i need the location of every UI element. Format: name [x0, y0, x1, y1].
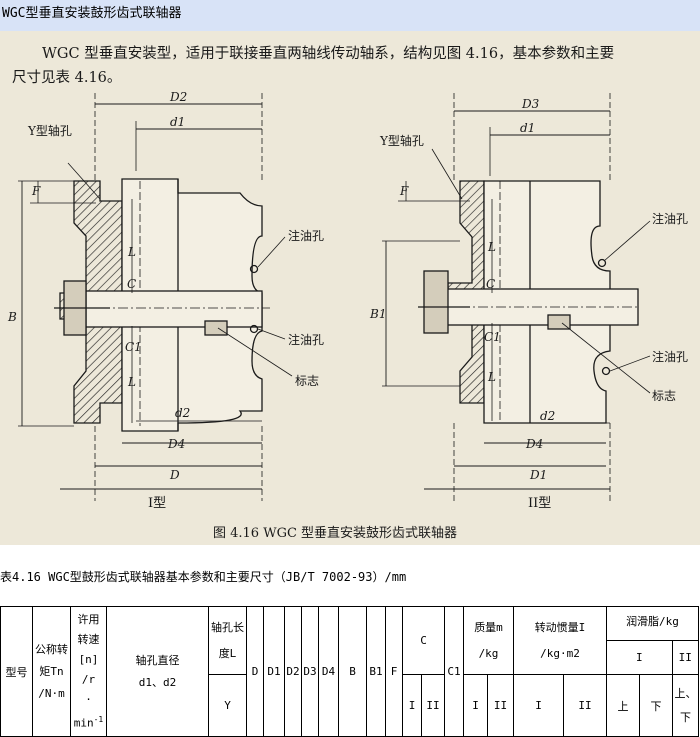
header-torque: 公称转矩Tn/N·m: [32, 606, 71, 737]
left-label-d2: d2: [175, 406, 190, 420]
right-label-L-top: L: [487, 240, 496, 254]
right-label-y-hole: Y型轴孔: [379, 133, 424, 148]
left-label-oil-mid: 注油孔: [288, 332, 324, 347]
intro-line-1: WGC 型垂直安装型，适用于联接垂直两轴线传动轴系，结构见图 4.16，基本参数…: [42, 45, 614, 62]
header-mass-II: II: [487, 674, 514, 737]
header-F: F: [385, 606, 403, 737]
right-label-C: C: [486, 277, 495, 291]
left-label-D2: D2: [169, 90, 187, 104]
header-bore-length: 轴孔长度L: [208, 606, 247, 675]
left-label-C: C: [127, 277, 136, 291]
table-header-row-2: Y I II I II I II 上 下 上、下: [1, 674, 700, 737]
header-grease-II: II: [678, 651, 692, 664]
header-C1: C1: [444, 606, 464, 737]
right-label-D4: D4: [525, 437, 543, 451]
header-inertia-I: I: [513, 674, 564, 737]
header-C: C: [402, 606, 445, 675]
right-label-oil-bottom: 注油孔: [652, 349, 688, 364]
left-label-y-hole: Y型轴孔: [27, 123, 72, 138]
header-inertia-II: II: [563, 674, 607, 737]
left-label-D: D: [169, 468, 180, 482]
left-label-F: F: [31, 184, 41, 198]
header-D: D: [246, 606, 264, 737]
left-label-mark: 标志: [295, 374, 319, 388]
right-label-D1: D1: [529, 468, 547, 482]
left-label-D4: D4: [167, 437, 185, 451]
header-bore-length-Y: Y: [208, 674, 247, 737]
header-mass-I: I: [463, 674, 488, 737]
right-label-D3: D3: [521, 97, 540, 111]
page-title: WGC型垂直安装鼓形齿式联轴器: [0, 0, 700, 31]
right-label-oil-top: 注油孔: [652, 211, 688, 226]
header-C-I: I: [402, 674, 422, 737]
coupling-type-i-drawing: [18, 93, 293, 501]
figure-caption: 图 4.16 WGC 型垂直安装鼓形齿式联轴器: [213, 526, 457, 541]
left-label-B: B: [7, 310, 17, 324]
right-label-B1: B1: [369, 307, 386, 321]
left-label-L-top: L: [127, 245, 136, 259]
right-label-d2: d2: [540, 409, 555, 423]
header-grease-up: 上: [606, 674, 640, 737]
left-label-type: I型: [148, 496, 166, 511]
header-B1: B1: [366, 606, 386, 737]
right-label-L-bottom: L: [487, 370, 496, 384]
intro-line-2: 尺寸见表 4.16。: [12, 69, 121, 86]
left-label-L-bottom: L: [127, 375, 136, 389]
table-caption: 表4.16 WGC型鼓形齿式联轴器基本参数和主要尺寸（JB/T 7002-93）…: [0, 570, 407, 584]
figure-scan: WGC 型垂直安装型，适用于联接垂直两轴线传动轴系，结构见图 4.16，基本参数…: [0, 31, 700, 545]
header-grease: 润滑脂/kg I II: [605, 606, 700, 675]
header-model: 型号: [0, 606, 33, 737]
header-D3: D3: [301, 606, 319, 737]
header-grease-I: I: [607, 641, 673, 674]
left-label-C1: C1: [125, 340, 142, 354]
left-label-oil-top: 注油孔: [288, 228, 324, 243]
right-label-type: II型: [528, 496, 551, 511]
header-grease-updown: 上、下: [671, 674, 700, 737]
header-C-II: II: [421, 674, 445, 737]
header-speed: 许用转速[n] /r·min-1: [70, 606, 107, 737]
header-grease-down: 下: [639, 674, 673, 737]
header-D1: D1: [263, 606, 285, 737]
header-inertia: 转动惯量I/kg·m2: [513, 606, 607, 675]
header-D4: D4: [318, 606, 339, 737]
right-label-C1: C1: [484, 330, 501, 344]
coupling-type-ii-drawing: [382, 93, 651, 501]
header-D2: D2: [284, 606, 302, 737]
right-label-mark: 标志: [652, 389, 676, 403]
header-mass: 质量m/kg: [463, 606, 514, 675]
left-label-d1: d1: [170, 115, 185, 129]
right-label-F: F: [399, 184, 409, 198]
header-B: B: [338, 606, 367, 737]
right-label-d1: d1: [520, 121, 535, 135]
